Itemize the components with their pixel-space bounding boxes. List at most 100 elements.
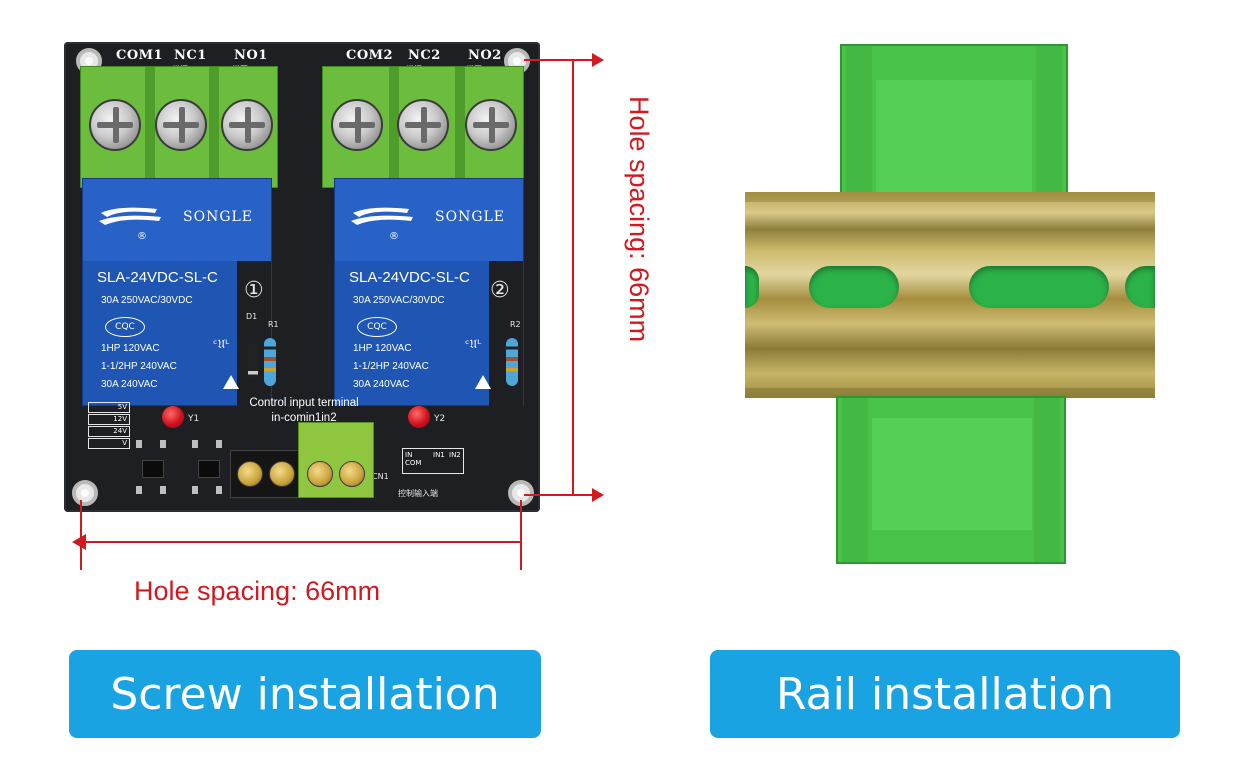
screw-terminal-nc2[interactable]: [397, 99, 449, 151]
mounting-hole-bottom-left: [72, 480, 98, 506]
songle-logo-icon: [351, 207, 413, 225]
terminal-label-nc2: NC2: [408, 48, 441, 63]
screw-terminal-no2[interactable]: [465, 99, 517, 151]
optocoupler-1: [142, 460, 164, 478]
ul-mark-icon: ᶜ𝔘ᴸ: [213, 337, 230, 351]
screw-terminal-com1[interactable]: [89, 99, 141, 151]
header-pin: [160, 486, 166, 494]
registered-icon: ®: [137, 231, 147, 242]
input-screw-in3[interactable]: [339, 461, 365, 487]
header-pin: [192, 440, 198, 448]
input-terminal-green-block: [298, 422, 374, 498]
header-label-in1: IN1: [433, 451, 445, 459]
resistor-label-r1: R1: [268, 320, 279, 329]
dim-v-line: [572, 60, 574, 496]
jumper-24v: 24V: [88, 426, 130, 437]
ul-mark-icon: ᶜ𝔘ᴸ: [465, 337, 482, 351]
screw-terminal-nc1[interactable]: [155, 99, 207, 151]
rail-slot: [809, 266, 899, 308]
terminal-label-nc1: NC1: [174, 48, 207, 63]
dim-h-line: [80, 541, 522, 543]
screw-terminal-com2[interactable]: [331, 99, 383, 151]
din-clip-top: [840, 44, 1068, 196]
rail-slot: [745, 266, 759, 308]
relay-brand: SONGLE: [183, 209, 254, 225]
songle-logo-icon: [99, 207, 161, 225]
terminal-divider: [209, 67, 219, 189]
dim-v-tick-bottom: [524, 494, 596, 496]
header-label-in-com: IN COM: [405, 451, 422, 467]
rail-installation-button[interactable]: Rail installation: [710, 650, 1180, 738]
screw-installation-button[interactable]: Screw installation: [69, 650, 541, 738]
header-pin: [136, 486, 142, 494]
relay-board: COM1 NC1 NO1 常闭 常开 COM2 NC2 NO2 常闭 常开: [64, 42, 540, 512]
dim-v-tick-top: [524, 59, 596, 61]
relay-brand: SONGLE: [435, 209, 506, 225]
callout-line-2: in-comin1in2: [271, 412, 337, 424]
terminal-block-right: [322, 66, 524, 189]
rail-slot: [969, 266, 1109, 308]
resistor-label-r2: R2: [510, 320, 521, 329]
led-y2: [408, 406, 430, 428]
relay-spec-3: 1-1/2HP 240VAC: [353, 361, 429, 372]
channel-2-marker: ②: [490, 278, 510, 303]
rail-slot: [1125, 266, 1155, 308]
header-label-in2: IN2: [449, 451, 461, 459]
arrow-left-icon: [72, 534, 86, 550]
diode-d1: [248, 344, 258, 378]
diode-label: D1: [246, 312, 258, 321]
relay-spec-2: 1HP 120VAC: [353, 343, 412, 354]
control-input-callout: Control input terminal in-comin1in2: [230, 396, 378, 426]
clip-tab: [846, 46, 872, 196]
terminal-label-com2: COM2: [346, 48, 394, 63]
relay-cert: CQC: [105, 317, 145, 337]
led-label-y2: Y2: [434, 414, 446, 424]
rail-edge-top: [745, 192, 1155, 202]
relay-1: ® SONGLE SLA-24VDC-SL-C 30A 250VAC/30VDC…: [82, 178, 272, 407]
relay-cert: CQC: [357, 317, 397, 337]
dim-h-label: Hole spacing: 66mm: [134, 576, 381, 606]
jumper-v: V: [88, 438, 130, 449]
header-pin: [160, 440, 166, 448]
input-screw-in1[interactable]: [269, 461, 295, 487]
jumper-5v: 5V: [88, 402, 130, 413]
dim-h-tick-left: [80, 500, 82, 570]
relay-2: ® SONGLE SLA-24VDC-SL-C 30A 250VAC/30VDC…: [334, 178, 524, 407]
header-pin: [216, 440, 222, 448]
cn1-label: CN1: [372, 472, 389, 481]
relay-model: SLA-24VDC-SL-C: [349, 269, 470, 286]
relay-spec-3: 1-1/2HP 240VAC: [101, 361, 177, 372]
resistor-r2: [506, 338, 518, 386]
warning-triangle-icon: [475, 375, 491, 389]
optocoupler-2: [198, 460, 220, 478]
input-terminal-black-block: [230, 450, 302, 498]
clip-inner: [876, 80, 1032, 196]
relay-spec-1: 30A 250VAC/30VDC: [101, 295, 193, 306]
terminal-divider: [389, 67, 399, 189]
voltage-jumper-table: 5V 12V 24V V: [88, 402, 130, 449]
warning-triangle-icon: [223, 375, 239, 389]
terminal-divider: [145, 67, 155, 189]
terminal-divider: [455, 67, 465, 189]
jumper-12v: 12V: [88, 414, 130, 425]
clip-tab: [1036, 46, 1062, 196]
registered-icon: ®: [389, 231, 399, 242]
dim-h-tick-right: [520, 500, 522, 570]
clip-tab: [842, 398, 868, 562]
relay-spec-4: 30A 240VAC: [101, 379, 158, 390]
channel-1-marker: ①: [244, 278, 264, 303]
clip-tab: [1034, 398, 1060, 562]
relay-model: SLA-24VDC-SL-C: [97, 269, 218, 286]
terminal-label-no1: NO1: [234, 48, 268, 63]
input-screw-com[interactable]: [237, 461, 263, 487]
callout-line-1: Control input terminal: [249, 397, 359, 409]
input-screw-in2[interactable]: [307, 461, 333, 487]
header-pin: [136, 440, 142, 448]
relay-spec-1: 30A 250VAC/30VDC: [353, 295, 445, 306]
input-pin-header: IN COM IN1 IN2: [402, 448, 464, 474]
arrow-right-icon: [592, 53, 604, 67]
screw-terminal-no1[interactable]: [221, 99, 273, 151]
input-header-cn-label: 控制输入端: [398, 489, 438, 498]
header-pin: [192, 486, 198, 494]
